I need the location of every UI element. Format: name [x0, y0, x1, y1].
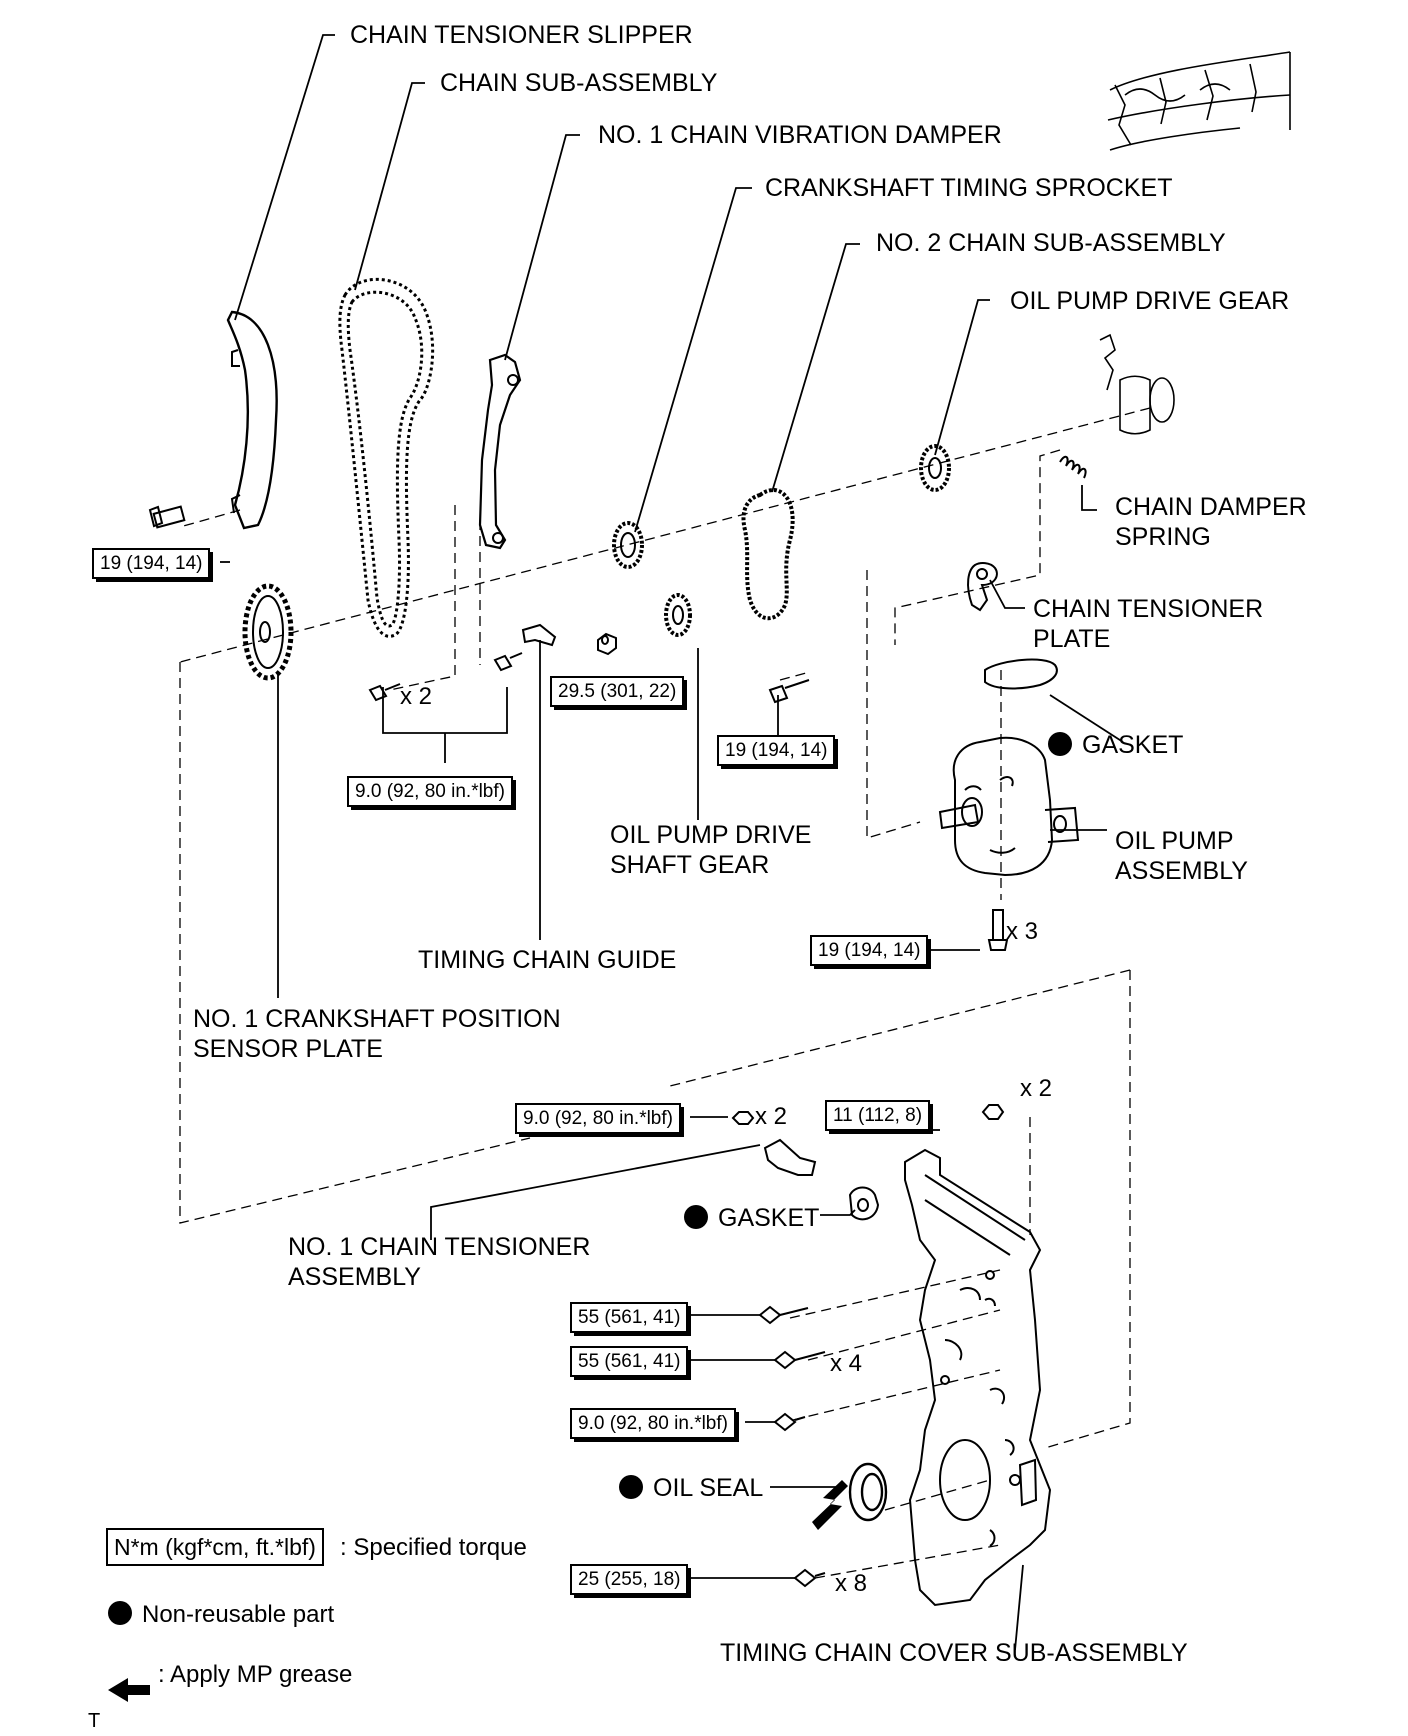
torque-cover-bolt-a: 55 (561, 41) [570, 1302, 692, 1336]
oil-pump-bolt-shape [987, 909, 1009, 951]
qty-oil-pump-bolts: x 3 [1006, 918, 1039, 945]
label-no2-chain-sub-assembly: NO. 2 CHAIN SUB-ASSEMBLY [876, 229, 1226, 257]
oil-pump-drive-shaft-gear-shape [664, 593, 692, 637]
legend-grease-arrow-icon [108, 1678, 150, 1702]
timing-chain-guide-shape [521, 623, 557, 647]
label-gasket-tensioner: GASKET [684, 1203, 819, 1233]
leader-lines [220, 34, 1124, 1651]
tensioner-gasket-shape [848, 1186, 880, 1221]
timing-chain-cover-shape [904, 1148, 1052, 1607]
oil-pump-assembly-shape [938, 736, 1080, 877]
legend-torque-text: : Specified torque [340, 1534, 527, 1561]
label-crankshaft-timing-sprocket: CRANKSHAFT TIMING SPROCKET [765, 174, 1173, 202]
torque-tensioner-nuts: 9.0 (92, 80 in.*lbf) [515, 1103, 684, 1137]
label-oil-pump-drive-gear: OIL PUMP DRIVE GEAR [1010, 287, 1290, 315]
no1-chain-tensioner-shape [763, 1138, 817, 1176]
label-oil-seal: OIL SEAL [619, 1473, 763, 1503]
label-timing-chain-guide: TIMING CHAIN GUIDE [418, 946, 677, 974]
chain-sub-assembly-shape [338, 278, 435, 638]
non-reusable-dot-icon [684, 1205, 708, 1229]
chain-tensioner-plate-shape [967, 562, 998, 612]
crankshaft-sprocket-shape [612, 521, 644, 569]
vibration-damper-shape [478, 353, 522, 550]
label-no1-chain-tensioner-assembly: NO. 1 CHAIN TENSIONER ASSEMBLY [288, 1233, 591, 1291]
torque-cover-nuts: 11 (112, 8) [825, 1100, 934, 1134]
damper-bolts-shape [368, 652, 523, 702]
label-oil-pump-drive-shaft-gear: OIL PUMP DRIVE SHAFT GEAR [610, 821, 812, 879]
torque-slipper-bolt: 19 (194, 14) [92, 548, 214, 582]
chain-tensioner-slipper-shape [226, 310, 278, 530]
label-no1-crankshaft-position-sensor-plate: NO. 1 CRANKSHAFT POSITION SENSOR PLATE [193, 1005, 561, 1063]
torque-damper-bolts: 9.0 (92, 80 in.*lbf) [347, 776, 516, 810]
label-gasket-pump: GASKET [1048, 730, 1183, 760]
oil-pump-drive-gear-shape [919, 444, 951, 492]
engine-block-sketch [1099, 51, 1291, 435]
torque-cover-bolt-c: 9.0 (92, 80 in.*lbf) [570, 1408, 739, 1442]
mp-grease-arrow-icon [812, 1480, 848, 1530]
crankshaft-position-sensor-plate-shape [242, 583, 294, 681]
torque-oil-pump-bolts: 19 (194, 14) [810, 935, 932, 969]
footer-mark: T [88, 1710, 101, 1732]
cover-bolts-shape [758, 1305, 826, 1588]
cover-nuts-shape [731, 1104, 1005, 1125]
label-chain-tensioner-plate: CHAIN TENSIONER PLATE [1033, 595, 1264, 653]
label-oil-pump-assembly: OIL PUMP ASSEMBLY [1115, 827, 1248, 885]
tensioner-plate-bolt-shape [768, 679, 810, 704]
legend-grease-text: : Apply MP grease [158, 1661, 353, 1688]
qty-cover-bolts-b: x 4 [830, 1350, 863, 1377]
legend-non-reusable: Non-reusable part [108, 1600, 334, 1630]
legend-torque-box: N*m (kgf*cm, ft.*lbf) [106, 1528, 324, 1566]
label-chain-sub-assembly: CHAIN SUB-ASSEMBLY [440, 69, 718, 97]
oil-pump-gasket-shape [984, 658, 1058, 690]
torque-cover-bolt-b: 55 (561, 41) [570, 1346, 692, 1380]
qty-damper-bolts: x 2 [400, 683, 433, 710]
no2-chain-shape [741, 488, 795, 621]
shaft-gear-nut-shape [597, 632, 617, 656]
qty-cover-bolts-d: x 8 [835, 1570, 868, 1597]
chain-damper-spring-shape [1059, 455, 1087, 479]
label-chain-damper-spring: CHAIN DAMPER SPRING [1115, 493, 1307, 551]
qty-cover-nuts: x 2 [1020, 1075, 1053, 1102]
torque-tensioner-plate-bolt: 19 (194, 14) [717, 735, 839, 769]
qty-tensioner-nuts: x 2 [755, 1103, 788, 1130]
oil-seal-shape [848, 1462, 888, 1522]
torque-shaft-gear-nut: 29.5 (301, 22) [550, 676, 688, 710]
non-reusable-dot-icon [619, 1475, 643, 1499]
non-reusable-dot-icon [1048, 732, 1072, 756]
label-no1-chain-vibration-damper: NO. 1 CHAIN VIBRATION DAMPER [598, 121, 1002, 149]
label-timing-chain-cover-sub-assembly: TIMING CHAIN COVER SUB-ASSEMBLY [720, 1639, 1188, 1667]
label-chain-tensioner-slipper: CHAIN TENSIONER SLIPPER [350, 21, 693, 49]
slipper-bolt-shape [148, 505, 186, 529]
non-reusable-dot-icon [108, 1601, 132, 1625]
alignment-lines [179, 407, 1151, 1579]
torque-cover-bolts-d: 25 (255, 18) [570, 1564, 692, 1598]
